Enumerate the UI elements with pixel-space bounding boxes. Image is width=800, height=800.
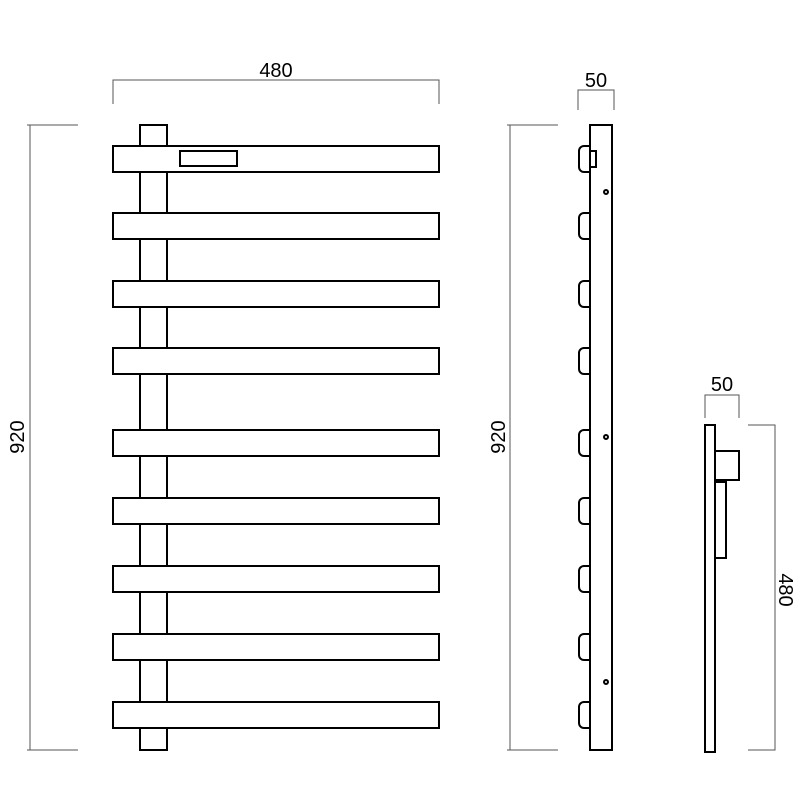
front-view: [112, 124, 440, 751]
side-depth-label: 50: [585, 70, 607, 92]
control-unit: [714, 481, 727, 559]
side-view: [578, 124, 613, 751]
towel-bar: [112, 497, 440, 525]
side-height-dimension: 920: [488, 124, 558, 751]
bar-profile: [578, 633, 590, 661]
top-width-dimension: 480: [748, 424, 796, 751]
bar-profile: [578, 347, 590, 375]
bar-profile: [578, 565, 590, 593]
top-depth-dimension: 50: [704, 374, 740, 418]
towel-bar: [112, 145, 440, 173]
top-depth-label: 50: [711, 374, 733, 396]
side-depth-dimension: 50: [577, 70, 615, 110]
towel-bar: [112, 280, 440, 308]
top-width-label: 480: [774, 573, 796, 606]
towel-bar: [112, 565, 440, 593]
front-width-dimension: 480: [112, 60, 440, 104]
control-display: [179, 150, 238, 167]
front-height-dimension: 920: [7, 124, 78, 751]
towel-bar: [112, 701, 440, 729]
mounting-hole: [603, 434, 609, 440]
front-height-label: 920: [7, 420, 29, 453]
bar-profile: [578, 497, 590, 525]
towel-bar: [112, 429, 440, 457]
side-height-label: 920: [488, 420, 510, 453]
towel-bar: [112, 347, 440, 375]
side-control-tab: [589, 150, 597, 168]
top-panel: [704, 424, 716, 753]
towel-bar: [112, 633, 440, 661]
mounting-hole: [603, 679, 609, 685]
control-box: [714, 450, 740, 481]
bar-profile: [578, 145, 590, 173]
top-view: [704, 424, 740, 753]
mounting-hole: [603, 189, 609, 195]
front-width-label: 480: [259, 60, 292, 82]
bar-profile: [578, 701, 590, 729]
bar-profile: [578, 212, 590, 240]
bar-profile: [578, 429, 590, 457]
side-panel: [589, 124, 613, 751]
bar-profile: [578, 280, 590, 308]
towel-bar: [112, 212, 440, 240]
